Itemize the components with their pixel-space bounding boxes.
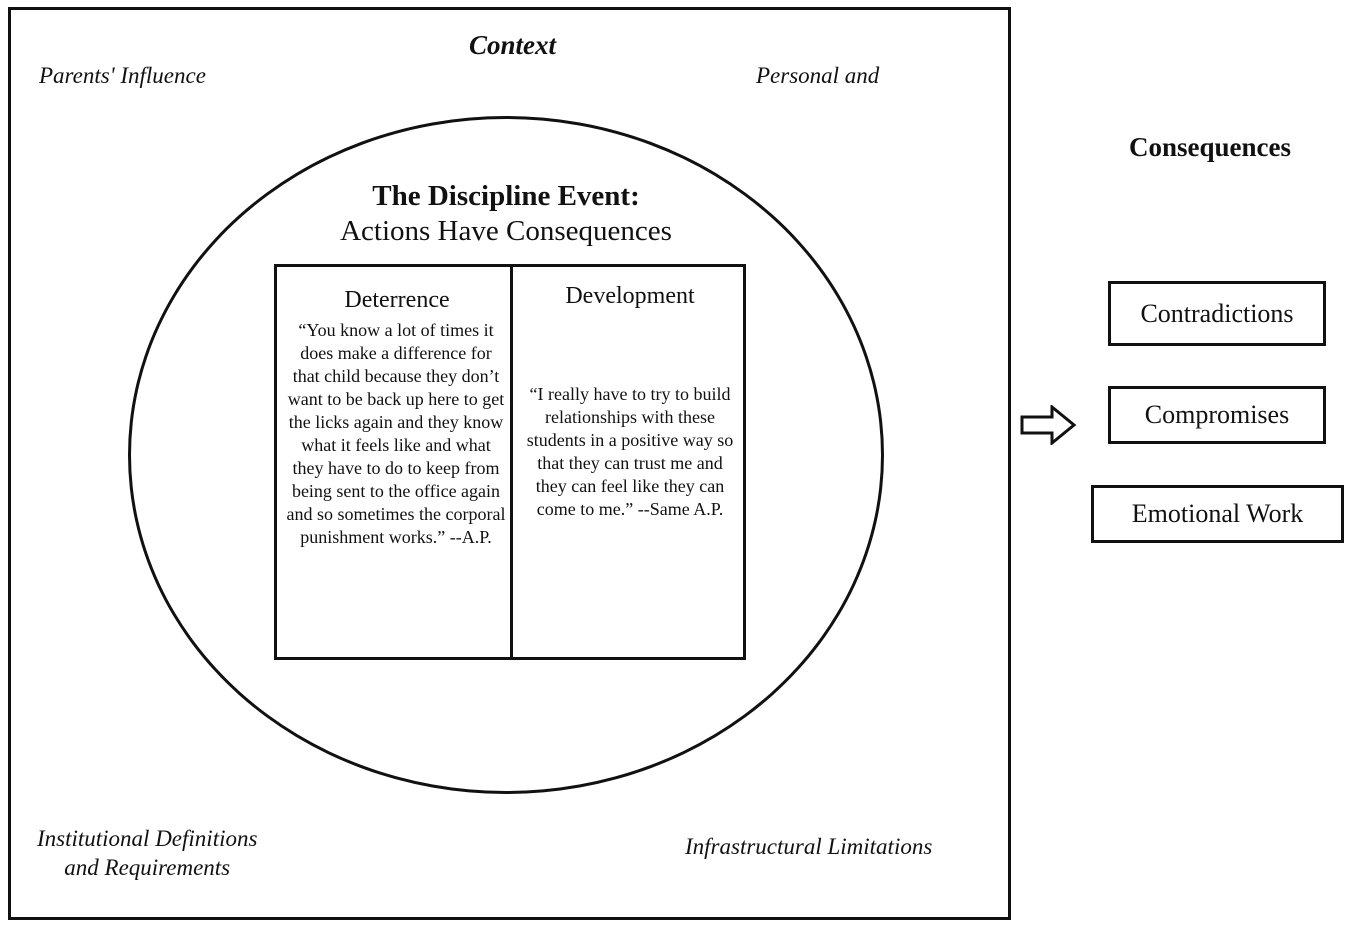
deterrence-heading: Deterrence [344, 287, 450, 313]
infrastructural-label: Infrastructural Limitations [685, 834, 933, 859]
contradictions-box: Contradictions [1108, 281, 1326, 346]
discipline-event-ellipse [128, 116, 884, 794]
column-divider [510, 267, 513, 657]
context-title: Context [468, 30, 556, 60]
consequences-title: Consequences [1128, 132, 1291, 162]
emotional-work-box: Emotional Work [1091, 485, 1344, 543]
institutional-line-2: and Requirements [64, 855, 231, 880]
compromises-box: Compromises [1108, 386, 1326, 444]
event-subtitle: Actions Have Consequences [340, 215, 672, 247]
event-title: The Discipline Event: [372, 180, 640, 212]
personal-and-label: Personal and [756, 63, 880, 88]
deterrence-quote: “You know a lot of times it does make a … [286, 320, 506, 547]
institutional-line-1: Institutional Definitions [37, 826, 258, 851]
development-quote: “I really have to try to build relations… [526, 384, 734, 519]
deterrence-development-box: Deterrence “You know a lot of times it d… [274, 264, 746, 660]
context-box: Context Parents' Influence Personal and … [8, 7, 1011, 920]
parents-influence-label: Parents' Influence [39, 63, 206, 88]
institutional-label: Institutional Definitions and Requiremen… [37, 824, 257, 882]
right-arrow-icon [1020, 405, 1077, 445]
development-heading: Development [565, 283, 695, 309]
